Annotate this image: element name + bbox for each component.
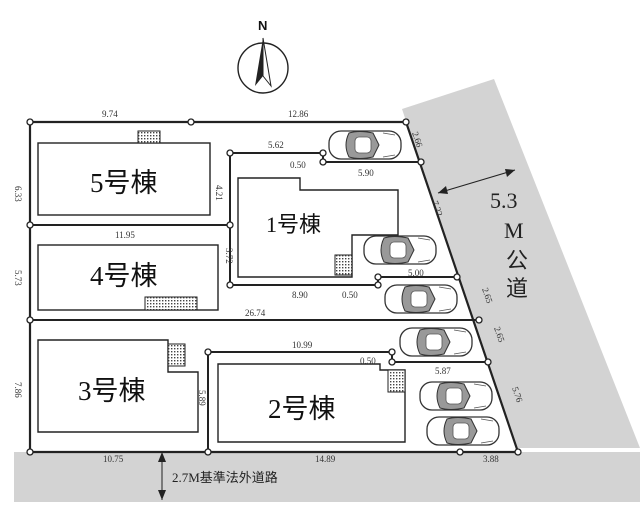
boundary-pin: [204, 448, 212, 456]
boundary-pin: [374, 281, 382, 289]
car-icon: [426, 416, 500, 446]
boundary-pin: [26, 118, 34, 126]
lot1-label: 1号棟: [266, 212, 321, 237]
boundary-pin: [226, 149, 234, 157]
east-road: [402, 79, 640, 448]
dim-lot1-left-upper: 4.21: [214, 185, 224, 201]
east-road-unit: M: [504, 218, 524, 243]
boundary-pin: [26, 221, 34, 229]
dim-lot1-top-right: 5.90: [358, 168, 374, 178]
dim-lot1-left-lower: 3.72: [224, 248, 234, 264]
dim-lot5-left: 6.33: [13, 186, 23, 202]
dim-lot2-left: 5.89: [197, 390, 207, 406]
lot3-label: 3号棟: [78, 376, 146, 406]
boundary-pin: [456, 448, 464, 456]
boundary-pin: [453, 273, 461, 281]
lot2-label: 2号棟: [268, 394, 336, 424]
boundary-pin: [388, 348, 396, 356]
south-road-label: 2.7M基準法外道路: [172, 470, 278, 485]
boundary-pin: [226, 281, 234, 289]
dim-lot1-bottom: 8.90: [292, 290, 308, 300]
boundary-pin: [484, 358, 492, 366]
boundary-pin: [319, 149, 327, 157]
east-road-name-1: 公: [506, 248, 528, 273]
boundary-pin: [187, 118, 195, 126]
east-road-width-arrow: [437, 169, 516, 194]
boundary-pin: [417, 158, 425, 166]
car-icon: [363, 235, 437, 265]
boundary-pin: [204, 348, 212, 356]
dim-lot1-top: 5.62: [268, 140, 284, 150]
boundary-pins: [26, 118, 522, 456]
south-road: [14, 452, 640, 502]
north-label: N: [258, 18, 267, 33]
boundary-pin: [402, 118, 410, 126]
car-icon: [419, 381, 493, 411]
boundary-pin: [514, 448, 522, 456]
dim-divider-4-3: 26.74: [245, 308, 266, 318]
dim-lot4-left: 5.73: [13, 270, 23, 286]
car-icon: [328, 130, 402, 160]
east-road-width: 5.3: [490, 188, 518, 213]
car-icon: [384, 284, 458, 314]
boundary-pin: [26, 316, 34, 324]
north-compass-icon: N: [237, 18, 289, 94]
dim-lot5-bottom: 11.95: [115, 230, 135, 240]
dim-lot2-bottom: 14.89: [315, 454, 336, 464]
dim-lot3-left: 7.86: [13, 382, 23, 398]
boundary-pin: [475, 316, 483, 324]
boundary-pin: [226, 221, 234, 229]
dim-bottom-right: 3.88: [483, 454, 499, 464]
dim-top-right: 12.86: [288, 109, 309, 119]
dim-lot2-top: 10.99: [292, 340, 313, 350]
lot1-building: 1号棟: [237, 177, 399, 278]
dim-lot1-top-gap: 0.50: [290, 160, 306, 170]
lot4-label: 4号棟: [90, 261, 158, 291]
lot5-label: 5号棟: [90, 168, 158, 198]
dim-lot1-bottom-right: 5.00: [408, 268, 424, 278]
dim-top-left: 9.74: [102, 109, 118, 119]
lot1-bottom-boundary: [230, 276, 457, 286]
dim-bottom-left: 10.75: [103, 454, 124, 464]
boundary-pin: [374, 273, 382, 281]
boundary-pin: [388, 358, 396, 366]
boundary-pin: [26, 448, 34, 456]
dim-lot2-top-right: 5.87: [435, 366, 451, 376]
dim-east-2: 7.22: [430, 199, 445, 217]
lot2-building: 2号棟: [217, 363, 406, 443]
lot1-boundary: [230, 152, 421, 163]
east-road-name-2: 道: [506, 276, 528, 301]
dim-lot2-top-gap: 0.50: [360, 356, 376, 366]
lot4-building: 4号棟: [37, 244, 219, 311]
boundary-pin: [319, 158, 327, 166]
dim-lot1-bottom-gap: 0.50: [342, 290, 358, 300]
lot5-building: 5号棟: [37, 130, 211, 216]
car-icon: [399, 327, 473, 357]
lot3-building: 3号棟: [37, 339, 199, 433]
